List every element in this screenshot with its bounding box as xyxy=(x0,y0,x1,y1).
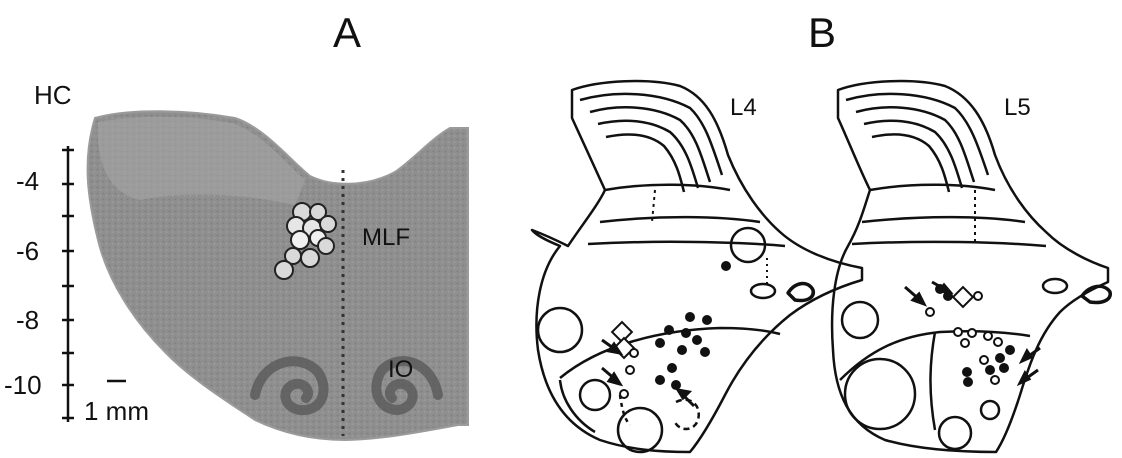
scale-bar-label: 1 mm xyxy=(84,398,149,424)
l4-neuron-markers xyxy=(602,261,731,406)
l4-section-drawing xyxy=(532,81,862,452)
tick-label-minus-4: -4 xyxy=(16,168,39,194)
io-label: IO xyxy=(388,358,413,382)
panel-a-letter: A xyxy=(333,12,361,54)
l5-section-drawing xyxy=(832,81,1110,452)
tick-label-minus-10: -10 xyxy=(4,372,42,398)
section-label-l4: L4 xyxy=(730,96,757,120)
tick-label-minus-8: -8 xyxy=(16,307,39,333)
brainstem-section-photo xyxy=(88,111,468,440)
hc-axis-title: HC xyxy=(34,82,72,108)
mlf-label: MLF xyxy=(362,226,410,250)
section-label-l5: L5 xyxy=(1004,96,1031,120)
tick-label-minus-6: -6 xyxy=(16,238,39,264)
panel-b-letter: B xyxy=(808,12,836,54)
hc-axis xyxy=(62,146,74,422)
